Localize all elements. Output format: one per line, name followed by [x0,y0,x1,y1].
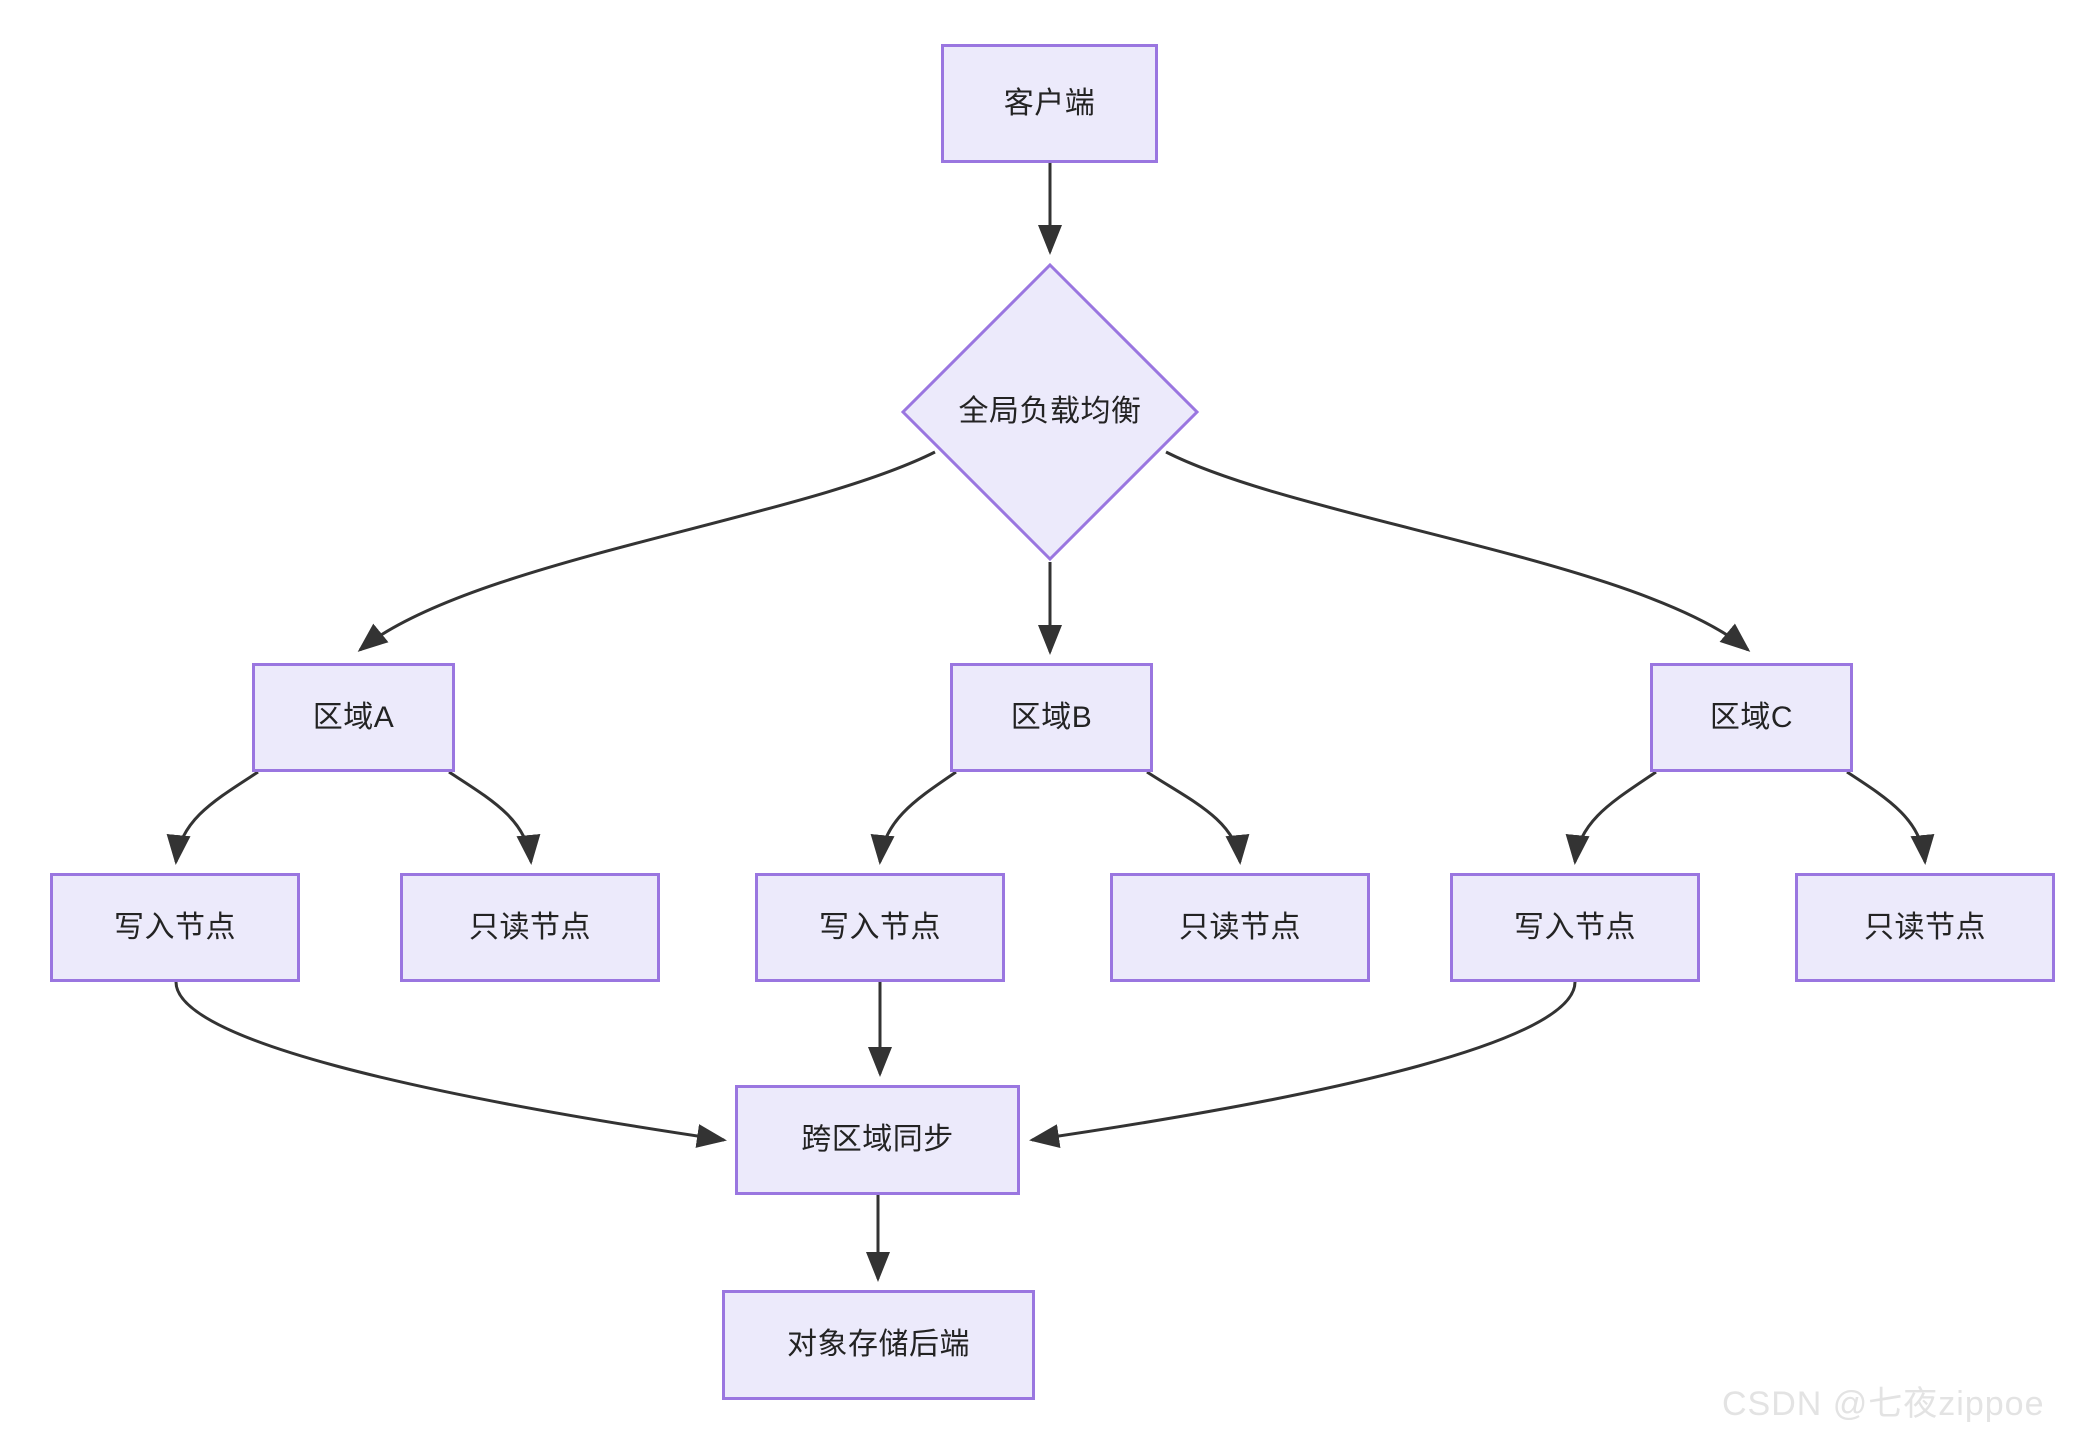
watermark: CSDN @七夜zippoe [1722,1385,2045,1423]
node-read-node-b[interactable]: 只读节点 [1110,873,1370,982]
node-write-node-b-label: 写入节点 [819,910,941,944]
edge-regionB-to-readB [1146,770,1250,865]
node-object-storage-backend[interactable]: 对象存储后端 [722,1290,1035,1400]
node-client[interactable]: 客户端 [941,44,1158,163]
node-client-label: 客户端 [1003,86,1096,120]
node-write-node-c[interactable]: 写入节点 [1450,873,1700,982]
node-cross-region-sync-label: 跨区域同步 [801,1123,954,1156]
diamond-shape [900,262,1200,562]
node-global-load-balancer-label: 全局负载均衡 [958,395,1142,428]
node-region-c[interactable]: 区域C [1650,663,1853,772]
edge-writeA-to-sync [174,981,727,1148]
node-cross-region-sync[interactable]: 跨区域同步 [735,1085,1020,1195]
edge-writeC-to-sync [1029,981,1577,1148]
node-write-node-b[interactable]: 写入节点 [755,873,1005,982]
edge-regionC-to-readC [1846,770,1935,865]
node-write-node-a-label: 写入节点 [114,910,236,944]
node-write-node-a[interactable]: 写入节点 [50,873,300,982]
edge-glb-to-regionA [357,450,936,652]
node-read-node-b-label: 只读节点 [1179,910,1301,944]
node-region-b[interactable]: 区域B [950,663,1153,772]
edge-regionA-to-readA [448,770,541,865]
edge-glb-to-regionC [1165,450,1751,652]
node-read-node-a[interactable]: 只读节点 [400,873,660,982]
node-global-load-balancer[interactable]: 全局负载均衡 [900,262,1200,562]
node-read-node-a-label: 只读节点 [469,910,591,944]
node-region-b-label: 区域B [1010,700,1093,734]
node-read-node-c[interactable]: 只读节点 [1795,873,2055,982]
edge-regionC-to-writeC [1565,770,1657,865]
node-write-node-c-label: 写入节点 [1514,910,1636,944]
edge-regionA-to-writeA [166,770,259,865]
node-region-c-label: 区域C [1709,700,1794,734]
node-object-storage-backend-label: 对象存储后端 [787,1328,970,1361]
node-region-a[interactable]: 区域A [252,663,455,772]
node-region-a-label: 区域A [312,700,395,734]
edge-regionB-to-writeB [870,770,957,865]
node-read-node-c-label: 只读节点 [1864,910,1986,944]
